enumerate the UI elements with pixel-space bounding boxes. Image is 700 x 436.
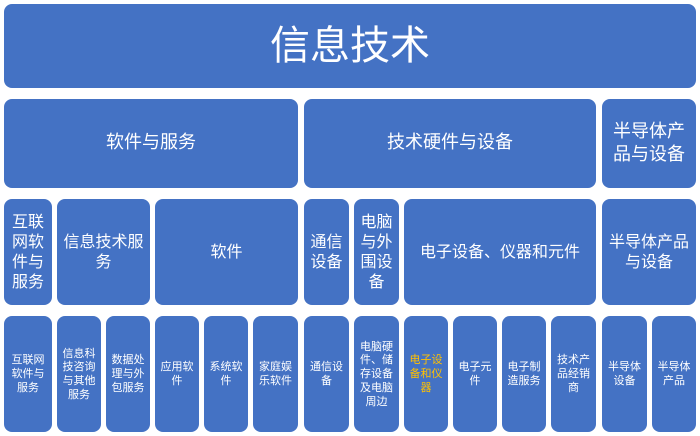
industry-technology-distributors: 技术产品经销商 — [551, 316, 596, 432]
sector-tech-hardware: 技术硬件与设备 — [304, 99, 596, 188]
industry-it-consulting: 信息科技咨询与其他服务 — [57, 316, 101, 432]
industry-system-software: 系统软件 — [204, 316, 248, 432]
industry-electronic-instruments: 电子设备和仪器 — [404, 316, 448, 432]
group-software: 软件 — [155, 199, 298, 305]
group-electronic-equipment: 电子设备、仪器和元件 — [404, 199, 596, 305]
group-computers-peripherals: 电脑与外围设备 — [354, 199, 399, 305]
group-communication-equipment: 通信设备 — [304, 199, 349, 305]
title-box: 信息技术 — [4, 4, 696, 88]
industry-communication-equipment: 通信设备 — [304, 316, 349, 432]
industry-internet-software-services: 互联网软件与服务 — [4, 316, 52, 432]
industry-electronic-components: 电子元件 — [453, 316, 497, 432]
sector-semiconductor: 半导体产品与设备 — [602, 99, 696, 188]
group-semiconductor: 半导体产品与设备 — [602, 199, 696, 305]
industry-electronic-manufacturing-services: 电子制造服务 — [502, 316, 546, 432]
industry-home-entertainment-software: 家庭娱乐软件 — [253, 316, 298, 432]
industry-semiconductor-equipment: 半导体设备 — [602, 316, 647, 432]
industry-data-processing: 数据处理与外包服务 — [106, 316, 150, 432]
group-it-services: 信息技术服务 — [57, 199, 150, 305]
industry-application-software: 应用软件 — [155, 316, 199, 432]
industry-computer-hardware: 电脑硬件、储存设备及电脑周边 — [354, 316, 399, 432]
industry-semiconductor-products: 半导体产品 — [652, 316, 696, 432]
group-internet-software-services: 互联网软件与服务 — [4, 199, 52, 305]
sector-software-services: 软件与服务 — [4, 99, 298, 188]
